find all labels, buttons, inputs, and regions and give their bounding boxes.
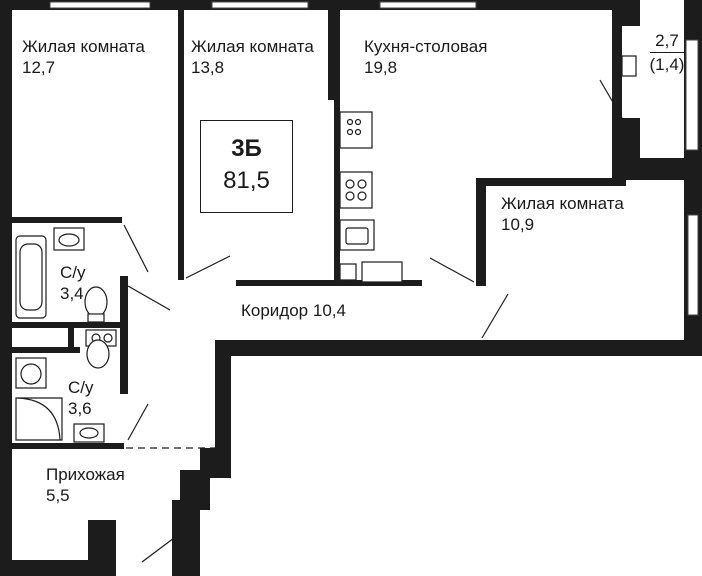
- wall-living1-living2: [178, 10, 184, 280]
- toilet-1-icon: [84, 286, 108, 318]
- stove: [339, 171, 373, 209]
- room-area: 19,8: [364, 58, 398, 77]
- door-living2: [185, 255, 231, 279]
- balcony-door-frame: [621, 55, 637, 77]
- wall-top-corner: [612, 0, 640, 26]
- wall-balcony-bottom: [612, 158, 702, 180]
- bathroom-1-fixtures: [15, 227, 108, 323]
- bathroom-2-fixtures: [15, 329, 117, 443]
- toilet-2-icon: [86, 339, 110, 369]
- apartment-total-area: 81,5: [223, 167, 270, 194]
- washbasin-1-bowl-icon: [58, 233, 80, 247]
- fraction-line: [650, 52, 684, 53]
- valve-2-icon: [103, 333, 113, 343]
- wall-south: [215, 340, 702, 356]
- room-living-2: Жилая комната 13,8: [191, 36, 314, 78]
- toilet-1-tank: [87, 313, 105, 323]
- apartment-badge: 3Б 81,5: [200, 120, 293, 213]
- room-area: 13,8: [191, 58, 225, 77]
- room-living-3: Жилая комната 10,9: [501, 193, 624, 235]
- balcony-reduced-area: (1,4): [649, 55, 685, 74]
- room-area: 10,9: [501, 215, 535, 234]
- window-balcony: [685, 39, 699, 151]
- door-bath2: [127, 403, 149, 441]
- stove-burner-4-icon: [357, 191, 367, 201]
- wall-bath1-top: [12, 217, 122, 223]
- burner-3-icon: [346, 128, 354, 136]
- wall-corridor-step: [215, 340, 231, 450]
- wall-living3-left: [476, 178, 486, 286]
- window-living3: [687, 214, 699, 316]
- room-kitchen: Кухня-столовая 19,8: [364, 36, 487, 78]
- balcony-area-value: 2,7: [655, 31, 679, 50]
- window-living2: [211, 1, 309, 9]
- window-kitchen: [379, 1, 477, 9]
- wall-living2-kitchen-a: [328, 10, 340, 100]
- stove-burner-1-icon: [345, 179, 355, 189]
- room-name: С/у: [68, 378, 94, 397]
- wall-left: [0, 0, 12, 575]
- door-kitchen: [429, 257, 475, 283]
- kitchen-cabinet: [361, 261, 403, 283]
- door-balcony: [599, 79, 623, 119]
- room-name: С/у: [60, 263, 86, 282]
- balcony-area: 2,7 (1,4): [646, 30, 688, 75]
- room-name: Жилая комната: [22, 37, 145, 56]
- doors: [123, 55, 637, 563]
- stove-burner-2-icon: [357, 179, 367, 189]
- burner-4-icon: [354, 128, 362, 136]
- bathtub-inner: [19, 243, 43, 311]
- wall-living3-top: [476, 178, 626, 186]
- room-name: Жилая комната: [191, 37, 314, 56]
- room-area: 3,4: [60, 284, 84, 303]
- door-living3: [481, 293, 509, 339]
- apartment-type: 3Б: [231, 135, 262, 162]
- wall-bottom-notch: [88, 520, 116, 576]
- room-hall: Прихожая 5,5: [46, 464, 125, 506]
- door-living1: [123, 224, 149, 273]
- window-living1: [49, 1, 151, 9]
- room-area: 5,5: [46, 486, 70, 505]
- washing-machine-drum: [20, 363, 42, 385]
- burner-2-icon: [354, 118, 362, 126]
- room-area: 12,7: [22, 58, 56, 77]
- room-bath-1: С/у 3,4: [60, 262, 86, 304]
- room-name: Кухня-столовая: [364, 37, 488, 56]
- burner-1-icon: [346, 118, 354, 126]
- wall-bath-divider: [68, 328, 74, 353]
- kitchen-equipment: [339, 111, 403, 283]
- wall-step-3: [172, 500, 200, 576]
- wall-balcony-left: [612, 24, 622, 126]
- washbasin-2-bowl-icon: [79, 427, 99, 439]
- dishwasher: [339, 263, 357, 281]
- wall-bath1-bottom: [12, 322, 127, 328]
- room-name: Прихожая: [46, 465, 125, 484]
- sink-bowl-icon: [345, 227, 369, 245]
- wall-kitchen-bottom: [236, 280, 422, 286]
- door-entrance: [141, 537, 175, 563]
- door-bath1: [127, 285, 171, 311]
- room-bath-2: С/у 3,6: [68, 377, 94, 419]
- windows: [49, 1, 699, 316]
- room-area: 3,6: [68, 399, 92, 418]
- shower-tray-icon: [15, 397, 63, 441]
- wall-living2-kitchen-b: [334, 100, 340, 280]
- shower-curve: [17, 397, 61, 441]
- wall-bath-right: [120, 276, 128, 394]
- wall-bath2-top: [12, 347, 80, 353]
- wall-bottom: [0, 560, 105, 576]
- room-name: Жилая комната: [501, 194, 624, 213]
- stove-burner-3-icon: [345, 191, 355, 201]
- wall-bath2-bottom: [12, 443, 124, 449]
- wall-top: [0, 0, 640, 10]
- room-living-1: Жилая комната 12,7: [22, 36, 145, 78]
- room-corridor: Коридор 10,4: [241, 301, 346, 320]
